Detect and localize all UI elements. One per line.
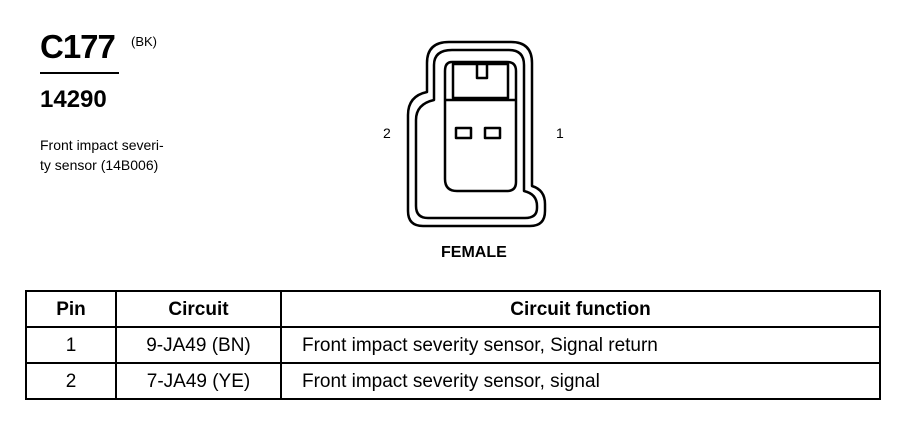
- cell-pin: 1: [25, 326, 117, 364]
- pin-1-label: 1: [556, 125, 564, 141]
- connector-face-diagram: [406, 40, 547, 228]
- pin-1-terminal: [483, 126, 502, 140]
- connector-inner-housing: [414, 48, 539, 220]
- latch-notch: [475, 64, 489, 80]
- connector-gender-label: FEMALE: [441, 244, 507, 261]
- connector-id-underline: [40, 72, 119, 74]
- part-number: 14290: [40, 86, 107, 113]
- locking-latch: [451, 62, 510, 100]
- connector-color-code: (BK): [131, 34, 157, 49]
- connector-outer-housing: [406, 40, 547, 228]
- table-row: 1 9-JA49 (BN) Front impact severity sens…: [25, 326, 881, 364]
- pinout-table: Pin Circuit Circuit function 1 9-JA49 (B…: [25, 290, 881, 400]
- terminal-cavity: [443, 60, 518, 193]
- header-circuit-function: Circuit function: [280, 290, 881, 328]
- description-line-1: Front impact severi-: [40, 137, 164, 153]
- pin-2-label: 2: [383, 125, 391, 141]
- description-line-2: ty sensor (14B006): [40, 157, 159, 173]
- header-pin: Pin: [25, 290, 117, 328]
- cell-circuit: 9-JA49 (BN): [115, 326, 282, 364]
- connector-id: C177: [40, 28, 116, 65]
- cell-circuit-function: Front impact severity sensor, signal: [280, 362, 881, 400]
- connector-description: Front impact severi- ty sensor (14B006): [40, 135, 210, 175]
- table-header-row: Pin Circuit Circuit function: [25, 290, 881, 328]
- cell-circuit: 7-JA49 (YE): [115, 362, 282, 400]
- table-row: 2 7-JA49 (YE) Front impact severity sens…: [25, 362, 881, 400]
- header-circuit: Circuit: [115, 290, 282, 328]
- pin-2-terminal: [454, 126, 473, 140]
- cell-circuit-function: Front impact severity sensor, Signal ret…: [280, 326, 881, 364]
- cell-pin: 2: [25, 362, 117, 400]
